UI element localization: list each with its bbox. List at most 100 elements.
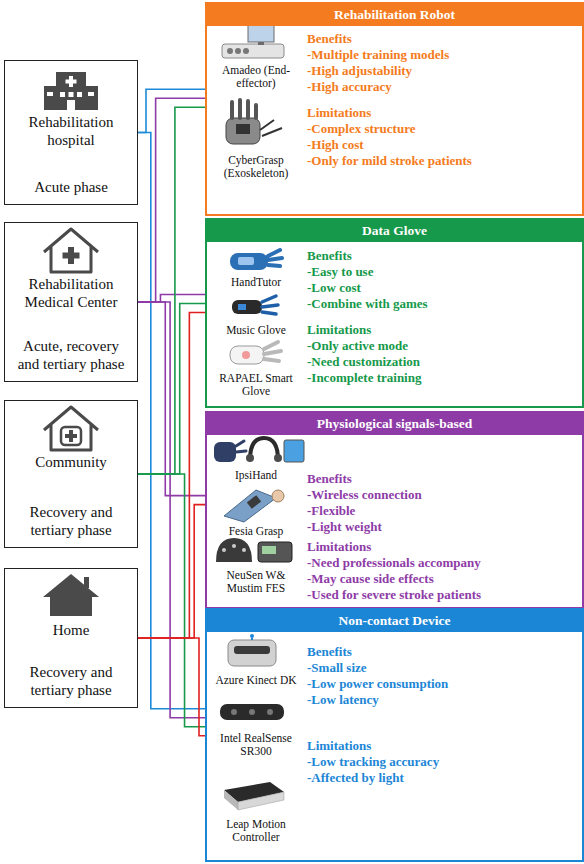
list-item: Benefits bbox=[307, 644, 352, 660]
ipsihand-device bbox=[274, 454, 282, 462]
amadeo-device bbox=[227, 48, 233, 54]
list-item: Limitations bbox=[307, 105, 371, 121]
device-label: RAPAEL Smart Glove bbox=[211, 372, 301, 398]
list-item: -High adjustability bbox=[307, 63, 412, 79]
handtutor-device bbox=[268, 250, 282, 266]
community-icon bbox=[65, 434, 77, 438]
hospital-icon bbox=[88, 92, 94, 96]
device-label: Leap Motion Controller bbox=[211, 818, 301, 844]
list-item: -Low latency bbox=[307, 692, 379, 708]
list-item: Limitations bbox=[307, 322, 371, 338]
list-item: -Need customization bbox=[307, 354, 420, 370]
panel-header: Rehabilitation Robot bbox=[207, 4, 582, 26]
location-box: Rehabilitation Medical CenterAcute, reco… bbox=[4, 222, 138, 382]
music-glove-device bbox=[232, 300, 262, 314]
rapael-glove-device bbox=[242, 351, 250, 359]
neusen-mustim-device bbox=[232, 544, 236, 548]
rapael-glove-device bbox=[230, 346, 264, 364]
hospital-icon bbox=[56, 72, 86, 110]
neusen-mustim-device bbox=[242, 548, 246, 552]
neusen-mustim-device bbox=[216, 538, 252, 562]
connector-line bbox=[138, 98, 205, 302]
neusen-mustim-device bbox=[216, 538, 292, 562]
azure-kinect-device bbox=[251, 638, 253, 640]
phase-label: Recovery and tertiary phase bbox=[11, 655, 131, 699]
handtutor-device bbox=[230, 253, 268, 270]
list-item: -Used for severe stroke patients bbox=[307, 587, 481, 603]
connector-line bbox=[138, 302, 205, 496]
hospital-icon bbox=[69, 92, 74, 97]
cybergrasp-device bbox=[226, 118, 260, 144]
hospital-icon bbox=[47, 92, 53, 96]
device-panel: Non-contact DeviceAzure Kinect DKIntel R… bbox=[205, 608, 584, 862]
location-box: CommunityRecovery and tertiary phase bbox=[4, 400, 138, 548]
list-item: Benefits bbox=[307, 248, 352, 264]
panel-header: Non-contact Device bbox=[207, 610, 582, 632]
location-name: Community bbox=[35, 453, 107, 471]
list-item: -High accuracy bbox=[307, 79, 392, 95]
list-item: -High cost bbox=[307, 137, 364, 153]
connector-line bbox=[138, 107, 205, 474]
cybergrasp-device bbox=[226, 100, 282, 144]
connector-line bbox=[138, 302, 205, 718]
home-icon bbox=[43, 574, 99, 616]
rapael-glove-device bbox=[264, 342, 281, 361]
list-item: Benefits bbox=[307, 31, 352, 47]
list-item: -Flexible bbox=[307, 503, 355, 519]
list-item: Limitations bbox=[307, 539, 371, 555]
location-name: Home bbox=[53, 621, 90, 639]
hospital-icon bbox=[85, 86, 98, 110]
amadeo-device bbox=[258, 42, 264, 45]
neusen-mustim-device bbox=[222, 548, 226, 552]
list-item: -Low power consumption bbox=[307, 676, 448, 692]
list-item: -Affected by light bbox=[307, 770, 404, 786]
ipsihand-device bbox=[214, 438, 304, 462]
amadeo-device bbox=[235, 48, 241, 54]
amadeo-device bbox=[248, 25, 274, 42]
hospital-icon bbox=[67, 100, 75, 110]
list-item: Benefits bbox=[307, 471, 352, 487]
azure-kinect-device bbox=[228, 640, 276, 666]
cybergrasp-device bbox=[232, 100, 256, 118]
device-label: Music Glove bbox=[211, 324, 301, 337]
neusen-mustim-device bbox=[258, 542, 292, 562]
hospital-icon bbox=[77, 92, 82, 97]
ipsihand-device bbox=[284, 440, 304, 462]
list-item: -Multiple training models bbox=[307, 47, 449, 63]
hospital-icon bbox=[44, 86, 57, 110]
phase-label: Acute, recovery and tertiary phase bbox=[11, 329, 131, 373]
list-item: -Small size bbox=[307, 660, 367, 676]
community-icon bbox=[44, 407, 98, 450]
azure-kinect-device bbox=[228, 634, 276, 666]
realsense-device bbox=[249, 709, 255, 715]
device-label: NeuSen W& Mustim FES bbox=[211, 569, 301, 595]
rapael-glove-device bbox=[230, 342, 281, 364]
device-label: IpsiHand bbox=[211, 469, 301, 482]
connector-line bbox=[138, 304, 205, 475]
leap-motion-device bbox=[224, 782, 284, 810]
list-item: -Need professionals accompany bbox=[307, 555, 481, 571]
panel-header: Data Glove bbox=[207, 220, 582, 242]
music-glove-device bbox=[238, 304, 246, 310]
panel-header: Physiological signals-based bbox=[207, 413, 582, 435]
handtutor-device bbox=[238, 257, 254, 265]
list-item: -Only for mild stroke patients bbox=[307, 153, 472, 169]
fesia-grasp-device bbox=[272, 490, 284, 502]
device-panel: Rehabilitation RobotAmadeo (End-effector… bbox=[205, 2, 584, 216]
ipsihand-device bbox=[250, 438, 278, 460]
device-panel: Data GloveHandTutorMusic GloveRAPAEL Sma… bbox=[205, 218, 584, 408]
leap-motion-device bbox=[238, 792, 284, 810]
connector-line bbox=[138, 89, 205, 132]
ipsihand-device bbox=[236, 441, 246, 452]
list-item: -Complex structure bbox=[307, 121, 415, 137]
medical-center-icon bbox=[44, 229, 98, 272]
list-item: -Wireless connection bbox=[307, 487, 422, 503]
realsense-device bbox=[231, 709, 237, 715]
list-item: -Easy to use bbox=[307, 264, 373, 280]
connector-line bbox=[138, 474, 205, 727]
community-icon bbox=[61, 427, 81, 445]
list-item: -Low cost bbox=[307, 280, 361, 296]
realsense-device bbox=[220, 704, 284, 720]
cybergrasp-device bbox=[236, 124, 250, 134]
